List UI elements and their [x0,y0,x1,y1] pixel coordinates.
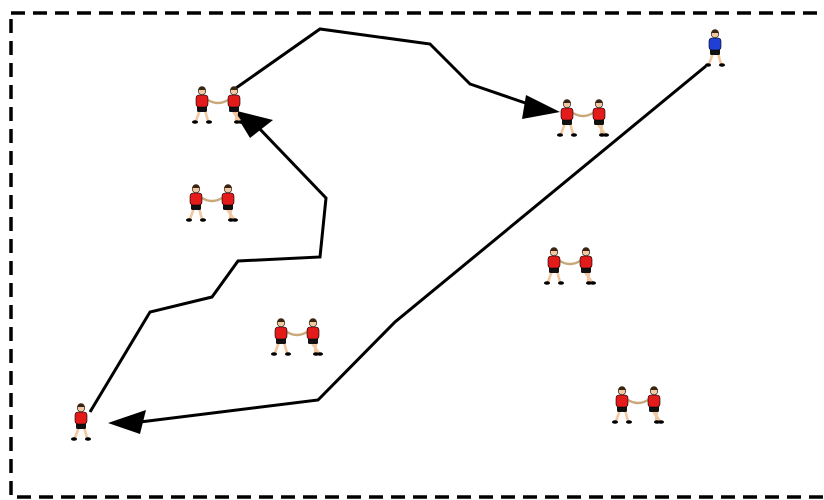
path-blue-to-red [132,66,706,423]
player-pair-pair-2 [186,184,238,222]
player-runner-blue [705,29,725,67]
player-pair-pair-4 [544,247,596,285]
arrowhead-at-pair-2 [522,95,560,119]
path-pair-to-pair [236,29,540,108]
arrowhead-at-pair-1 [233,110,273,138]
player-pair-pair-3 [557,99,609,137]
player-pair-pair-1 [192,86,244,124]
players-layer [71,29,725,441]
player-runner-red [71,403,91,441]
arrowhead-at-runner-red [108,410,146,434]
player-pair-pair-6 [612,386,664,424]
player-pair-pair-5 [271,318,323,356]
path-red-to-pair [90,125,326,412]
